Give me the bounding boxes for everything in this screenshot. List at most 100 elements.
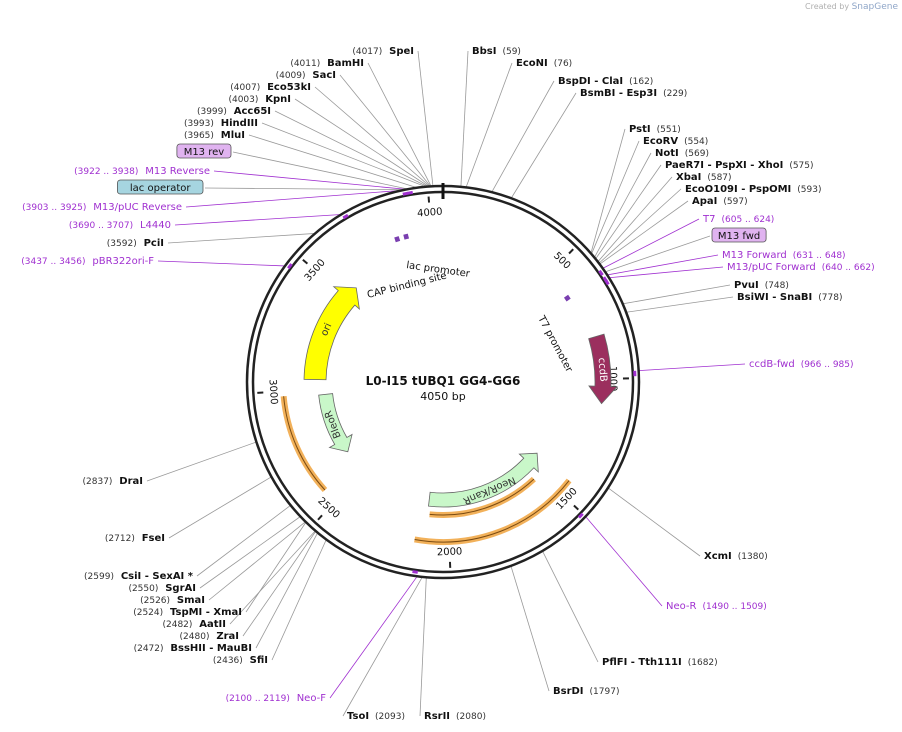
site-position: (3965) bbox=[184, 131, 217, 141]
enzyme-spei[interactable]: (4017) SpeI bbox=[352, 46, 414, 57]
enzyme-csii-sexai[interactable]: (2599) CsiI - SexAI * bbox=[84, 571, 194, 582]
promoter-cap-binding-site[interactable] bbox=[394, 236, 401, 243]
enzyme-mlui[interactable]: (3965) MluI bbox=[184, 130, 245, 141]
primer-m13-puc-reverse[interactable]: (3903 .. 3925) M13/pUC Reverse bbox=[22, 191, 409, 213]
enzyme-label: BspDI - ClaI (162) bbox=[558, 76, 653, 87]
enzyme-econi[interactable]: EcoNI(76) bbox=[516, 58, 572, 69]
enzyme-xbai[interactable]: XbaI(587) bbox=[676, 172, 732, 183]
site-position: (2080) bbox=[456, 712, 486, 722]
feature-ori[interactable] bbox=[303, 286, 360, 381]
enzyme-label: (2599) CsiI - SexAI * bbox=[84, 571, 194, 582]
enzyme-bsshii-maubi[interactable]: (2472) BssHII - MauBI bbox=[134, 643, 252, 654]
enzyme-paer7i-pspxi-xhoi[interactable]: PaeR7I - PspXI - XhoI(575) bbox=[665, 160, 814, 171]
leader-line bbox=[242, 530, 317, 637]
enzyme-label: TsoI(2093) bbox=[347, 711, 405, 722]
site-name: ApaI bbox=[692, 196, 717, 207]
site-name: M13/pUC Reverse bbox=[93, 202, 182, 213]
primer-ccdb-fwd[interactable]: ccdB-fwd(966 .. 985) bbox=[633, 359, 854, 377]
enzyme-saci[interactable]: (4009) SacI bbox=[276, 70, 336, 81]
enzyme-apai[interactable]: ApaI(597) bbox=[692, 196, 748, 207]
tick-label-4000: 4000 bbox=[417, 207, 443, 220]
enzyme-bsiwi-snabi[interactable]: BsiWI - SnaBI(778) bbox=[737, 292, 842, 303]
primer-neo-f[interactable]: (2100 .. 2119) Neo-F bbox=[226, 570, 418, 704]
enzyme-eco53ki[interactable]: (4007) Eco53kI bbox=[230, 82, 311, 93]
enzyme-zrai[interactable]: (2480) ZraI bbox=[180, 631, 239, 642]
enzyme-tsoi[interactable]: TsoI(2093) bbox=[347, 711, 405, 722]
site-position: (605 .. 624) bbox=[721, 215, 774, 225]
feature-box-label: lac operator bbox=[130, 183, 191, 194]
site-position: (162) bbox=[629, 77, 653, 87]
plasmid-name: L0-I15 tUBQ1 GG4-GG6 bbox=[366, 374, 521, 388]
enzyme-bsrdi[interactable]: BsrDI(1797) bbox=[553, 686, 619, 697]
primer-lac-operator[interactable]: lac operator bbox=[117, 179, 204, 195]
enzyme-aatii[interactable]: (2482) AatII bbox=[162, 619, 226, 630]
enzyme-tspmi-xmai[interactable]: (2524) TspMI - XmaI bbox=[133, 607, 242, 618]
enzyme-fsei[interactable]: (2712) FseI bbox=[105, 533, 165, 544]
enzyme-ecorv[interactable]: EcoRV(554) bbox=[643, 136, 708, 147]
leader-line bbox=[622, 284, 731, 305]
feature-neor-kanr[interactable] bbox=[428, 452, 539, 508]
primer-m13-rev[interactable]: M13 rev bbox=[176, 143, 232, 159]
primer-l4440[interactable]: (3690 .. 3707) L4440 bbox=[69, 213, 349, 231]
primer-label: (3922 .. 3938) M13 Reverse bbox=[74, 166, 210, 177]
leader-line bbox=[419, 577, 427, 717]
enzyme-ecoo109i-pspomi[interactable]: EcoO109I - PspOMI(593) bbox=[685, 184, 821, 195]
site-position: (3690 .. 3707) bbox=[69, 221, 136, 231]
enzyme-bamhi[interactable]: (4011) BamHI bbox=[290, 58, 364, 69]
enzyme-bbsi[interactable]: BbsI(59) bbox=[472, 46, 521, 57]
plasmid-size: 4050 bp bbox=[420, 390, 465, 403]
primer-pbr322ori-f[interactable]: (3437 .. 3456) pBR322ori-F bbox=[21, 256, 293, 270]
enzyme-drai[interactable]: (2837) DraI bbox=[83, 476, 144, 487]
site-name: PciI bbox=[144, 238, 164, 249]
site-name: BspDI - ClaI bbox=[558, 76, 623, 87]
enzyme-noti[interactable]: NotI(569) bbox=[655, 148, 709, 159]
promoter-t7-promoter[interactable] bbox=[563, 294, 571, 302]
primer-m13-puc-forward[interactable]: M13/pUC Forward(640 .. 662) bbox=[604, 262, 875, 286]
enzyme-label: (3965) MluI bbox=[184, 130, 245, 141]
site-position: (3592) bbox=[107, 239, 140, 249]
promoter-label-t7-promoter: T7 promoter bbox=[535, 313, 575, 375]
feature-ccdb[interactable] bbox=[588, 333, 618, 405]
enzyme-psti[interactable]: PstI(551) bbox=[629, 124, 681, 135]
enzyme-smai[interactable]: (2526) SmaI bbox=[140, 595, 205, 606]
feature-bleor[interactable] bbox=[318, 393, 353, 453]
site-position: (3437 .. 3456) bbox=[21, 257, 88, 267]
enzyme-pcii[interactable]: (3592) PciI bbox=[107, 238, 164, 249]
primer-t7[interactable]: T7(605 .. 624) bbox=[598, 214, 774, 276]
enzyme-sfii[interactable]: (2436) SfiI bbox=[213, 655, 268, 666]
leader-line bbox=[248, 134, 418, 189]
site-name: PflFI - Tth111I bbox=[602, 657, 682, 668]
site-name: NotI bbox=[655, 148, 679, 159]
promoter-lac-promoter[interactable] bbox=[403, 233, 410, 240]
site-name: SpeI bbox=[389, 46, 414, 57]
enzyme-kpni[interactable]: (4003) KpnI bbox=[228, 94, 291, 105]
site-name: BbsI bbox=[472, 46, 496, 57]
feature-box-label: M13 rev bbox=[184, 147, 225, 158]
primer-m13-reverse[interactable]: (3922 .. 3938) M13 Reverse bbox=[74, 166, 414, 195]
enzyme-sgrai[interactable]: (2550) SgrAI bbox=[128, 583, 196, 594]
site-position: (778) bbox=[818, 293, 842, 303]
site-name: XbaI bbox=[676, 172, 701, 183]
enzyme-bsmbi-esp3i[interactable]: BsmBI - Esp3I(229) bbox=[580, 88, 687, 99]
enzyme-acc65i[interactable]: (3999) Acc65I bbox=[197, 106, 271, 117]
site-position: (966 .. 985) bbox=[801, 360, 854, 370]
leader-line bbox=[638, 363, 746, 372]
primer-neo-r[interactable]: Neo-R(1490 .. 1509) bbox=[577, 512, 767, 612]
leader-line bbox=[626, 296, 734, 313]
enzyme-hindiii[interactable]: (3993) HindIII bbox=[184, 118, 258, 129]
enzyme-label: (3592) PciI bbox=[107, 238, 164, 249]
primer-label: Neo-R(1490 .. 1509) bbox=[666, 601, 767, 612]
enzyme-rsrii[interactable]: RsrII(2080) bbox=[424, 711, 486, 722]
enzyme-pvui[interactable]: PvuI(748) bbox=[734, 280, 789, 291]
site-name: Acc65I bbox=[234, 106, 271, 117]
enzyme-label: (2482) AatII bbox=[162, 619, 226, 630]
primer-label: M13/pUC Forward(640 .. 662) bbox=[727, 262, 875, 273]
leader-line bbox=[594, 152, 652, 258]
leader-line bbox=[329, 576, 418, 699]
primer-m13-fwd[interactable]: M13 fwd bbox=[711, 227, 767, 243]
enzyme-xcmi[interactable]: XcmI(1380) bbox=[704, 551, 768, 562]
enzyme-pflfi-tth111i[interactable]: PflFI - Tth111I(1682) bbox=[602, 657, 718, 668]
leader-line bbox=[465, 62, 513, 188]
enzyme-bspdi-clai[interactable]: BspDI - ClaI (162) bbox=[558, 76, 653, 87]
